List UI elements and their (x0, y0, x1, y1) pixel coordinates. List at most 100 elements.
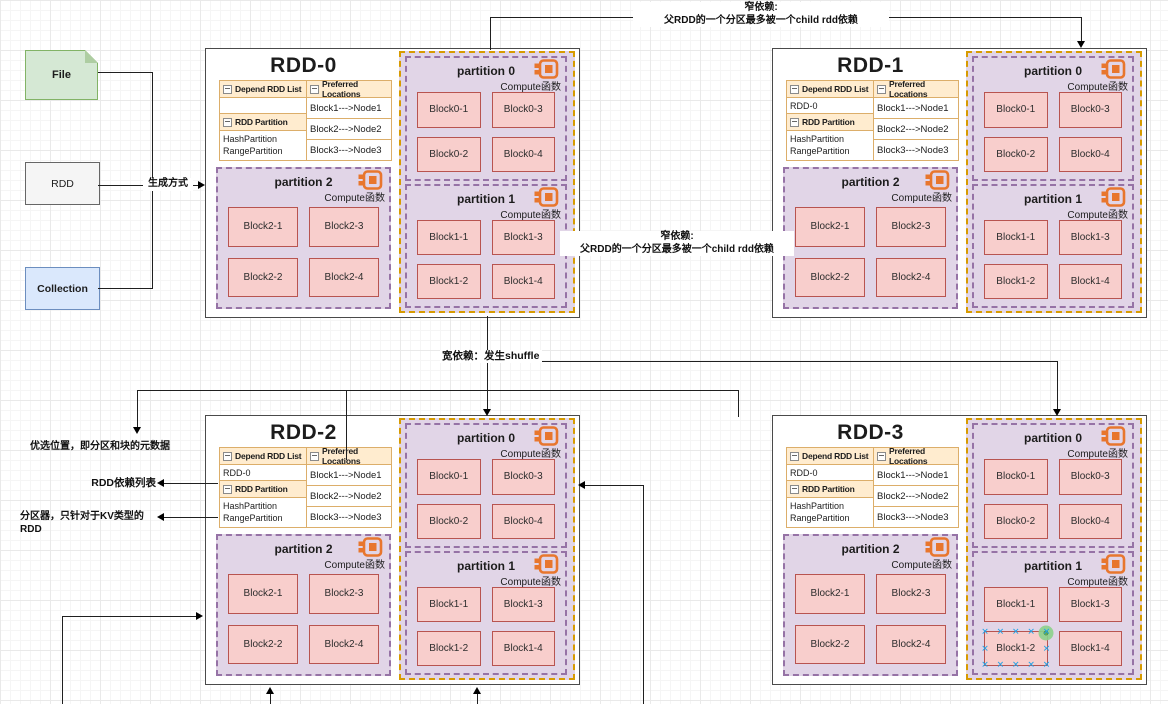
block[interactable]: Block0-3 (491, 92, 555, 128)
block[interactable]: Block2-4 (876, 624, 946, 664)
block[interactable]: Block1-2✕✕✕✕✕✕✕✕✕✕✕✕ (981, 625, 1053, 669)
selection-handle[interactable]: ✕ (1027, 626, 1035, 637)
collapse-icon[interactable] (223, 117, 232, 127)
selection-handle[interactable]: ✕ (981, 659, 989, 670)
rdd-info-table[interactable]: Depend RDD List RDD-0 RDD Partition Hash… (786, 446, 959, 528)
block[interactable]: Block0-4 (1058, 136, 1122, 172)
file-shape[interactable]: File (25, 50, 98, 100)
partition-box[interactable]: partition 0 Compute函数 Block0-1 Block0-3 … (405, 56, 567, 181)
block[interactable]: Block2-3 (876, 574, 946, 614)
partition-box[interactable]: partition 0 Compute函数 Block0-1 Block0-3 … (405, 423, 567, 548)
block[interactable]: Block2-3 (876, 207, 946, 247)
collapse-icon[interactable] (223, 484, 232, 494)
block[interactable]: Block0-2 (984, 136, 1048, 172)
selection-handle[interactable]: ✕ (1042, 659, 1051, 670)
selection-handle[interactable]: ✕ (1011, 626, 1020, 637)
block[interactable]: Block2-1 (795, 207, 865, 247)
block[interactable]: Block2-1 (795, 574, 865, 614)
selection-handle[interactable]: ✕ (981, 643, 989, 653)
partition-group-container[interactable]: partition 0 Compute函数 Block0-1 Block0-3 … (966, 418, 1142, 680)
selection-handle[interactable]: ✕ (1027, 659, 1035, 670)
depend-list-callout-label[interactable]: RDD依赖列表 (91, 477, 156, 489)
collapse-icon[interactable] (790, 84, 799, 94)
block[interactable]: Block2-3 (309, 574, 379, 614)
block[interactable]: Block1-2 (417, 264, 481, 299)
block[interactable]: Block0-4 (491, 136, 555, 172)
partition-group-container[interactable]: partition 0 Compute函数 Block0-1 Block0-3 … (399, 51, 575, 313)
preferred-location-callout-label[interactable]: 优选位置，即分区和块的元数据 (30, 441, 170, 452)
partition-box[interactable]: partition 0 Compute函数 Block0-1 Block0-3 … (972, 56, 1134, 181)
rdd-box[interactable]: RDD-1 Depend RDD List RDD-0 RDD Partitio… (772, 48, 1147, 318)
block[interactable]: Block2-2 (795, 257, 865, 297)
block[interactable]: Block0-4 (1058, 503, 1122, 539)
block[interactable]: Block0-1 (984, 459, 1048, 495)
rdd-box[interactable]: RDD-3 Depend RDD List RDD-0 RDD Partitio… (772, 415, 1147, 685)
selection-handle[interactable]: ✕ (1042, 626, 1051, 637)
collapse-icon[interactable] (310, 84, 319, 94)
collapse-icon[interactable] (223, 84, 232, 94)
block[interactable]: Block0-3 (491, 459, 555, 495)
collection-shape[interactable]: Collection (25, 267, 100, 310)
block[interactable]: Block2-2 (228, 624, 298, 664)
rdd-box[interactable]: RDD-2 Depend RDD List RDD-0 RDD Partitio… (205, 415, 580, 685)
partition-group-container[interactable]: partition 0 Compute函数 Block0-1 Block0-3 … (966, 51, 1142, 313)
selection-handle[interactable]: ✕ (981, 626, 989, 637)
collapse-icon[interactable] (310, 451, 319, 461)
wide-dependency-label[interactable]: 宽依赖：发生shuffle (440, 350, 542, 364)
collapse-icon[interactable] (790, 484, 799, 494)
collapse-icon[interactable] (223, 451, 232, 461)
rdd-info-table[interactable]: Depend RDD List RDD Partition HashPartit… (219, 79, 392, 161)
collapse-icon[interactable] (790, 117, 799, 127)
block[interactable]: Block0-1 (417, 459, 481, 495)
connection-point-indicator[interactable] (1038, 625, 1053, 641)
block[interactable]: Block0-2 (417, 503, 481, 539)
block[interactable]: Block1-2 (417, 631, 481, 666)
partition-box[interactable]: partition 1 Compute函数 Block1-1 Block1-3 … (972, 184, 1134, 308)
block[interactable]: Block2-4 (309, 624, 379, 664)
block[interactable]: Block0-1 (984, 92, 1048, 128)
block[interactable]: Block1-1 (984, 587, 1048, 622)
block[interactable]: Block1-3 (1058, 587, 1122, 622)
partition-box[interactable]: partition 2 Compute函数 Block2-1 Block2-3 … (783, 167, 958, 309)
block[interactable]: Block1-3 (1058, 220, 1122, 255)
collapse-icon[interactable] (877, 451, 886, 461)
partitioner-callout-label[interactable]: 分区器，只针对于KV类型的RDD (20, 511, 144, 535)
selection-handle[interactable]: ✕ (996, 626, 1005, 637)
partition-box[interactable]: partition 1 Compute函数 Block1-1 Block1-3 … (405, 184, 567, 308)
block[interactable]: Block2-4 (876, 257, 946, 297)
selection-handle[interactable]: ✕ (996, 659, 1005, 670)
block[interactable]: Block2-3 (309, 207, 379, 247)
selection-handle[interactable]: ✕ (1042, 643, 1051, 653)
partition-box[interactable]: partition 2 Compute函数 Block2-1 Block2-3 … (216, 167, 391, 309)
rdd-box[interactable]: RDD-0 Depend RDD List RDD Partition Hash… (205, 48, 580, 318)
selection-handle[interactable]: ✕ (1011, 659, 1020, 670)
partition-box[interactable]: partition 1 Compute函数 Block1-1 Block1-3 … (405, 551, 567, 675)
block[interactable]: Block0-4 (491, 503, 555, 539)
partition-group-container[interactable]: partition 0 Compute函数 Block0-1 Block0-3 … (399, 418, 575, 680)
block[interactable]: Block1-4 (1058, 264, 1122, 299)
block[interactable]: Block1-3 (491, 220, 555, 255)
partition-box[interactable]: partition 0 Compute函数 Block0-1 Block0-3 … (972, 423, 1134, 548)
block[interactable]: Block0-3 (1058, 459, 1122, 495)
block[interactable]: Block0-2 (417, 136, 481, 172)
rdd-info-table[interactable]: Depend RDD List RDD-0 RDD Partition Hash… (219, 446, 392, 528)
block[interactable]: Block2-4 (309, 257, 379, 297)
block[interactable]: Block0-1 (417, 92, 481, 128)
block[interactable]: Block0-2 (984, 503, 1048, 539)
narrow-dependency-middle-label[interactable]: 窄依赖: 父RDD的一个分区最多被一个child rdd依赖 (560, 231, 794, 256)
block[interactable]: Block1-3 (491, 587, 555, 622)
block[interactable]: Block1-2 (984, 264, 1048, 299)
block[interactable]: Block1-1 (984, 220, 1048, 255)
collapse-icon[interactable] (790, 451, 799, 461)
partition-box[interactable]: partition 1 Compute函数 Block1-1 Block1-3 … (972, 551, 1134, 675)
rdd-info-table[interactable]: Depend RDD List RDD-0 RDD Partition Hash… (786, 79, 959, 161)
block[interactable]: Block1-1 (417, 587, 481, 622)
block[interactable]: Block1-4 (491, 264, 555, 299)
generate-method-label[interactable]: 生成方式 (143, 178, 193, 191)
block[interactable]: Block2-2 (795, 624, 865, 664)
block[interactable]: Block2-1 (228, 574, 298, 614)
block[interactable]: Block2-1 (228, 207, 298, 247)
collapse-icon[interactable] (877, 84, 886, 94)
partition-box[interactable]: partition 2 Compute函数 Block2-1 Block2-3 … (783, 534, 958, 676)
narrow-dependency-top-label[interactable]: 窄依赖: 父RDD的一个分区最多被一个child rdd依赖 (633, 2, 889, 27)
